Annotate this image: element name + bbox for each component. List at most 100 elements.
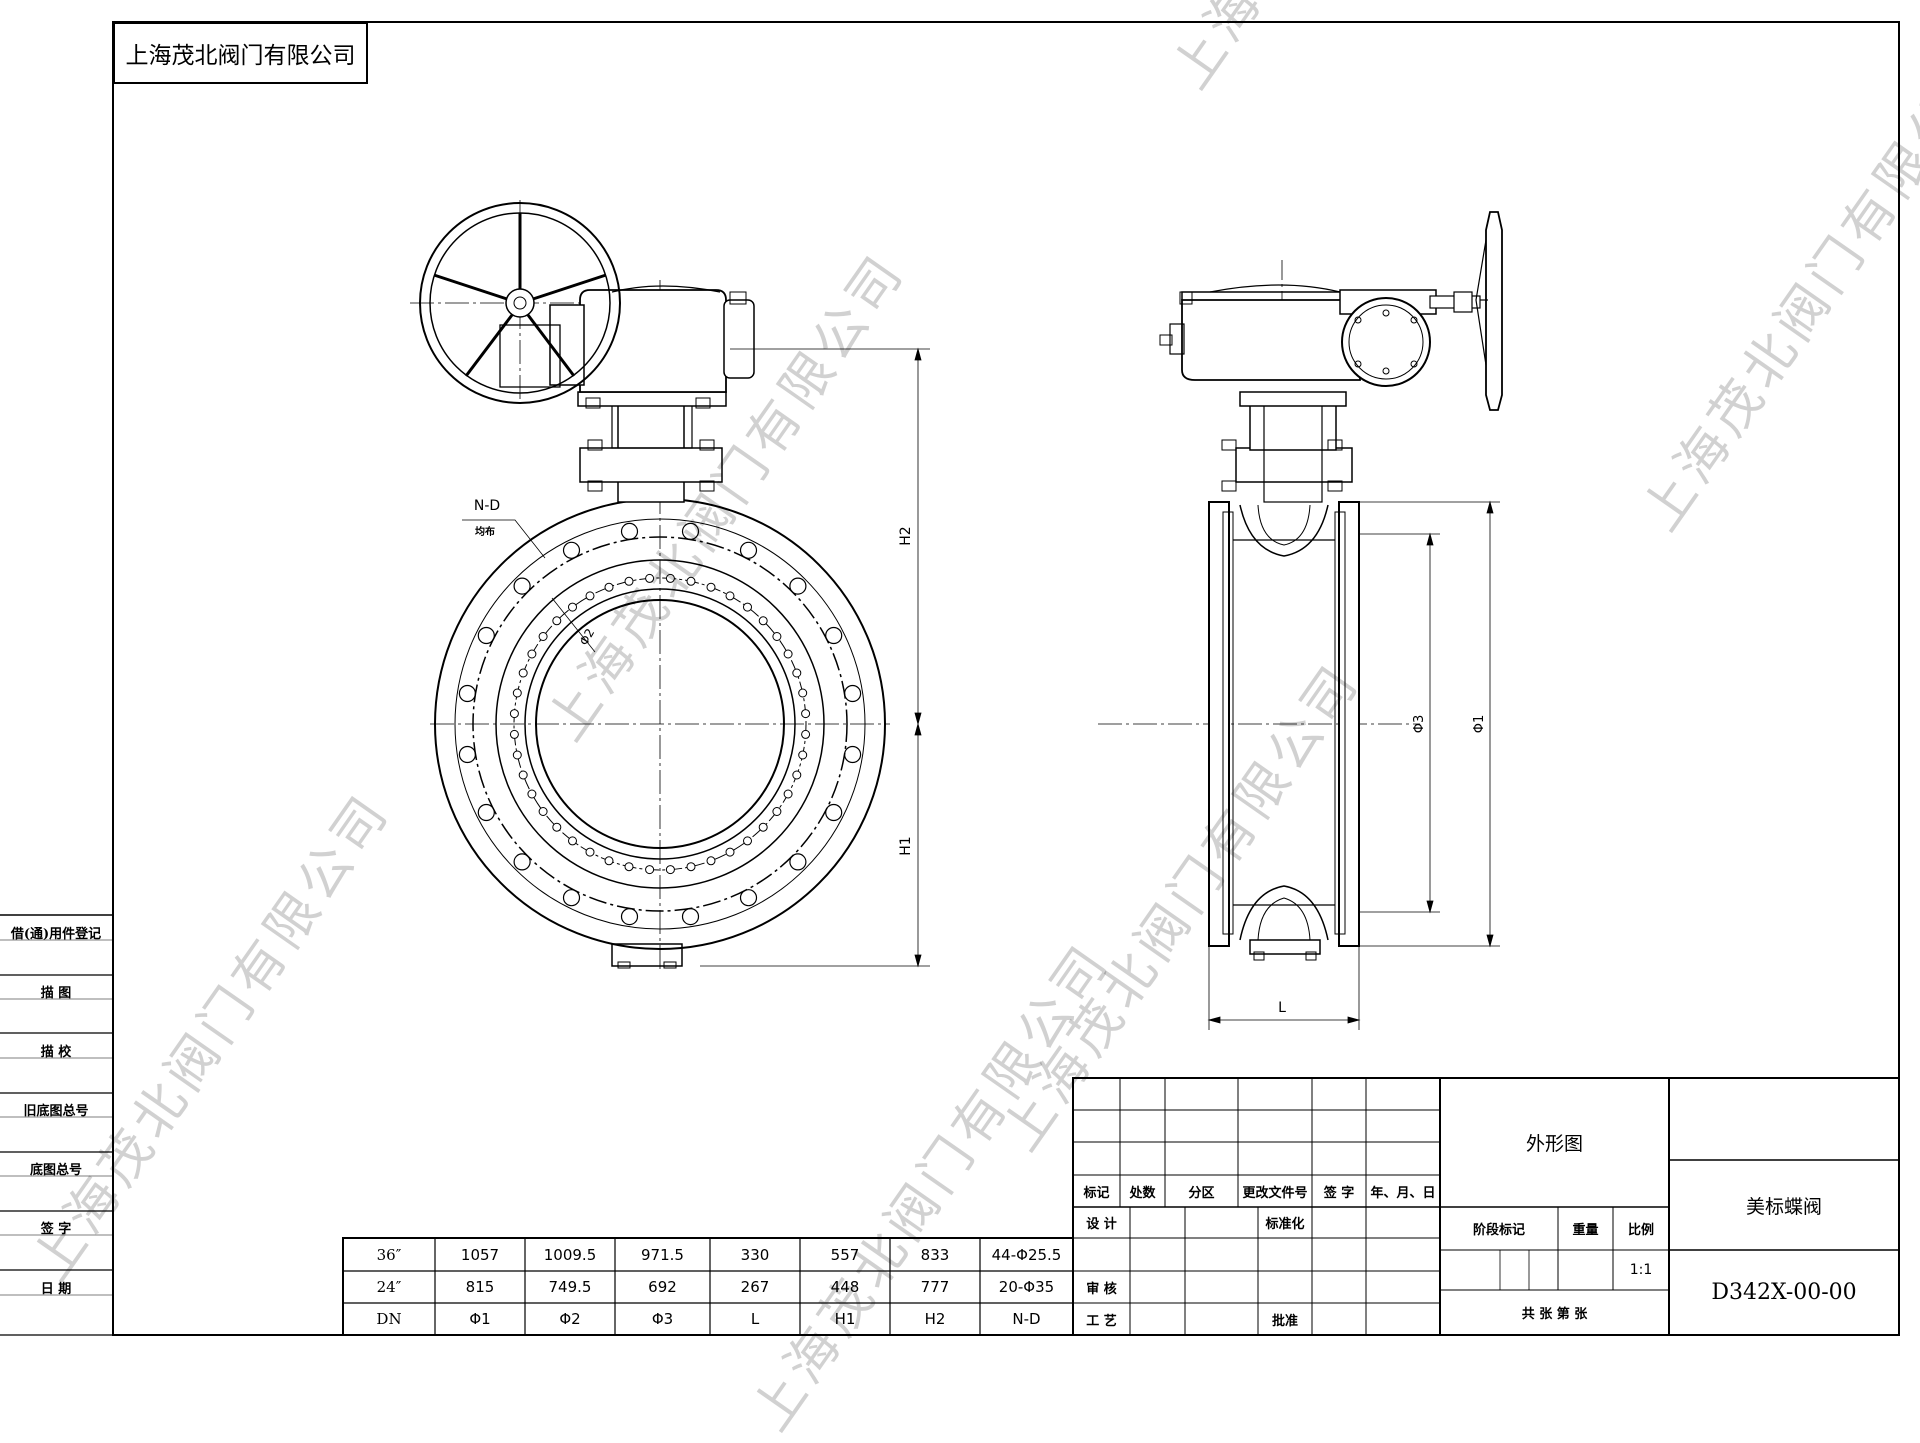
outer-bolt-hole (843, 745, 862, 764)
inner-bolt-hole (725, 847, 735, 857)
outer-bolt-hole (620, 522, 639, 541)
spec-cell: L (750, 1310, 760, 1328)
outer-bolt-hole (513, 853, 531, 871)
outer-bolt-hole (681, 522, 700, 541)
outer-bolt-hole (681, 907, 700, 926)
l-label: L (1278, 1000, 1286, 1016)
outer-bolt-hole (825, 803, 843, 822)
rev-header-zone: 分区 (1188, 1185, 1215, 1201)
side-label-date: 日 期 (40, 1282, 72, 1297)
inner-bolt-hole (518, 770, 528, 780)
spec-cell: 1057 (460, 1245, 500, 1264)
scale-label: 比例 (1627, 1223, 1654, 1238)
rev-header-count: 处数 (1129, 1185, 1156, 1201)
inner-bolt-hole (527, 649, 537, 659)
side-label-borrowed: 借(通)用件登记 (10, 927, 102, 942)
inner-bolt-hole (783, 789, 793, 799)
outer-bolt-hole (789, 577, 807, 595)
spec-cell: 833 (920, 1245, 950, 1264)
spec-cell: DN (376, 1310, 402, 1328)
spec-cell: 777 (920, 1278, 950, 1296)
d3-label: Φ3 (1411, 714, 1427, 734)
design-label: 设 计 (1086, 1217, 1117, 1232)
outer-bolt-hole (562, 889, 581, 907)
spec-cell: Φ3 (651, 1310, 674, 1328)
sheet-count: 共 张 第 张 (1521, 1307, 1588, 1322)
nd-note: 均布 (475, 526, 495, 538)
spec-cell: 1009.5 (543, 1245, 597, 1264)
inner-bolt-hole (706, 856, 716, 866)
inner-bolt-hole (585, 847, 595, 857)
inner-bolt-hole (538, 807, 548, 816)
outer-bolt-hole (739, 889, 758, 907)
rev-header-signature: 签 字 (1323, 1185, 1355, 1201)
spec-cell: 692 (648, 1278, 677, 1296)
scale-value: 1:1 (1629, 1262, 1653, 1278)
spec-cell: Φ2 (559, 1310, 581, 1328)
spec-cell: 20-Φ35 (998, 1278, 1055, 1296)
spec-cell: 557 (830, 1245, 860, 1264)
inner-bolt-hole (743, 836, 752, 846)
inner-bolt-hole (645, 865, 655, 875)
inner-bolt-hole (645, 573, 655, 583)
inner-bolt-hole (665, 573, 675, 583)
inner-bolt-hole (518, 668, 528, 678)
rev-header-date: 年、月、日 (1370, 1185, 1436, 1201)
company-name: 上海茂北阀门有限公司 (125, 43, 356, 69)
inner-bolt-hole (772, 807, 782, 816)
inner-bolt-hole (772, 632, 782, 641)
outer-bolt-hole (458, 745, 476, 764)
outer-bolt-hole (825, 626, 843, 645)
h1-label: H1 (898, 836, 914, 856)
front-view (410, 200, 890, 970)
inner-bolt-hole (665, 865, 675, 875)
process-label: 工 艺 (1086, 1313, 1117, 1329)
inner-bolt-hole (509, 729, 519, 739)
inner-bolt-hole (801, 709, 811, 719)
product-name: 美标蝶阀 (1745, 1195, 1822, 1218)
inner-bolt-hole (538, 632, 548, 641)
spec-cell: 267 (740, 1278, 770, 1296)
spec-cell: 24″ (376, 1278, 402, 1296)
outer-bolt-hole (562, 541, 581, 559)
company-name-box: 上海茂北阀门有限公司 (113, 22, 368, 84)
side-label-old-number: 旧底图总号 (23, 1104, 89, 1119)
inner-bolt-hole (798, 688, 808, 698)
outer-bolt-hole (477, 626, 495, 645)
spec-cell: 749.5 (548, 1278, 592, 1296)
spec-cell: N-D (1012, 1310, 1041, 1328)
spec-cell: 36″ (376, 1245, 402, 1264)
outer-bolt-hole (458, 684, 476, 703)
drawing-number: D342X-00-00 (1711, 1280, 1857, 1305)
inner-bolt-hole (604, 582, 614, 592)
inner-bolt-hole (624, 576, 634, 586)
inner-bolt-hole (527, 789, 537, 799)
spec-cell: 448 (830, 1278, 860, 1296)
title-block-grid (1072, 1077, 1900, 1336)
side-label-trace: 描 图 (40, 986, 72, 1001)
spec-cell: 815 (465, 1278, 495, 1296)
side-label-rows (0, 939, 113, 1336)
standardization-label: 标准化 (1265, 1217, 1305, 1232)
inner-bolt-hole (743, 602, 752, 612)
spec-cell: 44-Φ25.5 (991, 1245, 1062, 1264)
outer-bolt-hole (843, 684, 862, 703)
inner-bolt-hole (801, 729, 811, 739)
spec-cell: 330 (740, 1245, 770, 1264)
side-label-signature: 签 字 (40, 1222, 72, 1237)
outer-bolt-hole (477, 803, 495, 822)
side-view (1098, 211, 1503, 961)
inner-bolt-hole (568, 836, 577, 846)
spec-cell: 971.5 (641, 1245, 684, 1264)
stage-mark-label: 阶段标记 (1472, 1223, 1525, 1238)
spec-cell: H1 (834, 1310, 856, 1328)
front-dimensions (462, 347, 930, 968)
side-dimensions (1207, 500, 1500, 1030)
inner-bolt-hole (512, 688, 522, 698)
inner-bolt-hole (604, 856, 614, 866)
inner-bolt-hole (552, 822, 562, 832)
approve-label: 批准 (1271, 1313, 1298, 1329)
rev-header-mark: 标记 (1083, 1185, 1110, 1201)
spec-cell: H2 (924, 1310, 946, 1328)
